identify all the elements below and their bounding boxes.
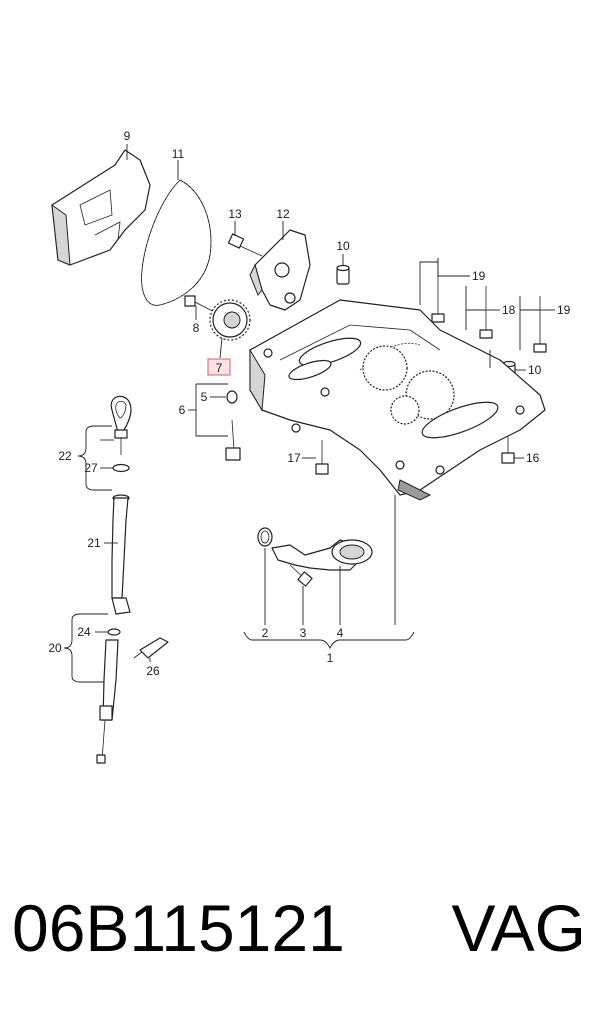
callout-10-lower: 10 (528, 363, 542, 377)
callout-18: 18 (502, 303, 516, 317)
part-17-bolt (315, 440, 329, 475)
callout-16: 16 (526, 451, 540, 465)
part-9-chain-guard (51, 149, 151, 266)
callout-4: 4 (337, 626, 344, 640)
part-number: 06B115121 (12, 891, 345, 965)
callout-labels: 9 11 13 12 10 19 18 19 8 7 10 5 6 17 16 … (48, 129, 570, 678)
part-5-washer (226, 390, 238, 404)
callout-20: 20 (48, 641, 62, 655)
leader-lines (63, 144, 555, 683)
part-11-chain (141, 179, 212, 306)
part-3-bolt (289, 564, 313, 587)
callout-8: 8 (193, 321, 200, 335)
callout-6: 6 (179, 403, 186, 417)
part-10-sleeve-upper (336, 264, 350, 285)
callout-26: 26 (146, 664, 160, 678)
part-21-guide-tube (111, 494, 131, 615)
part-7-sprocket (209, 299, 251, 341)
part-20-lower-tube (96, 639, 119, 764)
part-6-pin (225, 419, 241, 461)
callout-13: 13 (228, 207, 242, 221)
part-13-bolt (227, 233, 263, 257)
part-26-sender (133, 637, 169, 659)
callout-1: 1 (327, 651, 334, 665)
part-12-tensioner (249, 229, 311, 311)
part-19-bolt-right (533, 296, 547, 353)
brand-name: VAG (451, 891, 586, 965)
part-4-pickup-tube (271, 539, 373, 571)
callout-21: 21 (87, 536, 101, 550)
part-7-highlight (207, 358, 231, 376)
callout-9: 9 (124, 129, 131, 143)
part-2-o-ring (257, 527, 273, 547)
part-22-dipstick-handle (110, 395, 132, 455)
callout-10-upper: 10 (336, 239, 350, 253)
callout-17: 17 (287, 451, 301, 465)
callout-5: 5 (201, 390, 208, 404)
callout-22: 22 (58, 449, 72, 463)
callout-3: 3 (300, 626, 307, 640)
part-27-o-ring (112, 463, 130, 473)
part-24-o-ring (107, 628, 121, 636)
oil-pump-exploded-diagram: 9 11 13 12 10 19 18 19 8 7 10 5 6 17 16 … (48, 129, 571, 764)
callout-7: 7 (216, 361, 223, 375)
callout-24: 24 (77, 625, 91, 639)
part-18-bolt (479, 286, 493, 339)
callout-12: 12 (276, 207, 290, 221)
callout-19-left: 19 (472, 269, 486, 283)
callout-2: 2 (262, 626, 269, 640)
callout-19-right: 19 (557, 303, 571, 317)
callout-27: 27 (84, 461, 98, 475)
part-1-oil-pump-housing (249, 299, 546, 501)
callout-11: 11 (172, 147, 185, 161)
